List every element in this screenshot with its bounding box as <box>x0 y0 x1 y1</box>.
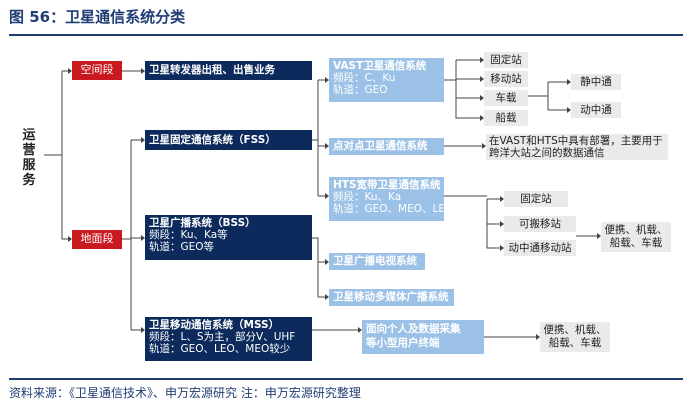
p2p-node: 点对点卫星通信系统 <box>329 138 444 155</box>
mss-orbit: 轨道：GEO、LEO、MEO较少 <box>149 343 291 355</box>
p2p-note: 在VAST和HTS中具有部署，主要用于 跨洋大站之间的数据通信 <box>486 134 668 160</box>
personal-line1: 面向个人及数据采集 <box>366 323 461 335</box>
vast-ship: 船载 <box>484 110 528 126</box>
vast-orbit: 轨道：GEO <box>333 84 388 96</box>
vast-mobile-station: 移动站 <box>484 71 528 87</box>
hts-title: HTS宽带卫星通信系统 <box>333 179 441 191</box>
mss-band: 频段：L、S为主，部分V、UHF <box>149 331 296 343</box>
tv-broadcast-node: 卫星广播电视系统 <box>329 253 425 270</box>
footer-divider <box>9 378 683 380</box>
fss-node: 卫星固定通信系统（FSS） <box>145 130 312 150</box>
hts-terminals-line2: 船载、车载 <box>609 237 663 249</box>
bss-band: 频段：Ku、Ka等 <box>149 229 228 241</box>
bss-node: 卫星广播系统（BSS） 频段：Ku、Ka等 轨道：GEO等 <box>145 215 312 260</box>
hts-on-the-move-station: 动中通移动站 <box>504 240 576 256</box>
mss-terminals: 便携、机载、 船载、车载 <box>540 322 610 352</box>
hts-terminals-line1: 便携、机载、 <box>604 224 668 236</box>
vast-title: VAST卫星通信系统 <box>333 60 427 72</box>
mss-terminals-line2: 船载、车载 <box>548 337 602 349</box>
hts-transportable-station: 可搬移站 <box>504 216 576 232</box>
bss-orbit: 轨道：GEO等 <box>149 241 215 253</box>
hts-fixed-station: 固定站 <box>504 191 568 207</box>
vast-band: 频段：C、Ku <box>333 72 396 84</box>
hts-band: 频段：Ku、Ka <box>333 191 402 203</box>
p2p-note-line1: 在VAST和HTS中具有部署，主要用于 <box>489 135 663 147</box>
title-divider <box>9 34 683 36</box>
source-note: 资料来源：《卫星通信技术》、申万宏源研究 注：申万宏源研究整理 <box>9 386 361 400</box>
root-node: 运营服务 <box>22 128 36 188</box>
vast-fixed-station: 固定站 <box>484 52 528 68</box>
vast-stationary-comms: 静中通 <box>571 74 621 90</box>
p2p-note-line2: 跨洋大站之间的数据通信 <box>489 147 605 159</box>
vast-vehicle: 车载 <box>484 90 528 106</box>
mss-node: 卫星移动通信系统（MSS） 频段：L、S为主，部分V、UHF 轨道：GEO、LE… <box>145 317 312 361</box>
ground-segment-node: 地面段 <box>72 230 122 249</box>
hts-node: HTS宽带卫星通信系统 频段：Ku、Ka 轨道：GEO、MEO、LEO <box>329 177 444 221</box>
mss-terminals-line1: 便携、机载、 <box>543 324 607 336</box>
hts-terminals: 便携、机载、 船载、车载 <box>601 222 671 252</box>
space-segment-node: 空间段 <box>72 61 122 80</box>
hts-orbit: 轨道：GEO、MEO、LEO <box>333 203 444 215</box>
mobile-multimedia-node: 卫星移动多媒体广播系统 <box>329 289 454 306</box>
mss-title: 卫星移动通信系统（MSS） <box>149 319 280 331</box>
vast-node: VAST卫星通信系统 频段：C、Ku 轨道：GEO <box>329 58 444 102</box>
vast-on-the-move-comms: 动中通 <box>571 102 621 118</box>
space-service-node: 卫星转发器出租、出售业务 <box>145 61 312 80</box>
figure-title: 图 56：卫星通信系统分类 <box>9 8 186 26</box>
personal-terminal-node: 面向个人及数据采集 等小型用户终端 <box>362 320 484 354</box>
personal-line2: 等小型用户终端 <box>366 337 440 349</box>
bss-title: 卫星广播系统（BSS） <box>149 217 256 229</box>
